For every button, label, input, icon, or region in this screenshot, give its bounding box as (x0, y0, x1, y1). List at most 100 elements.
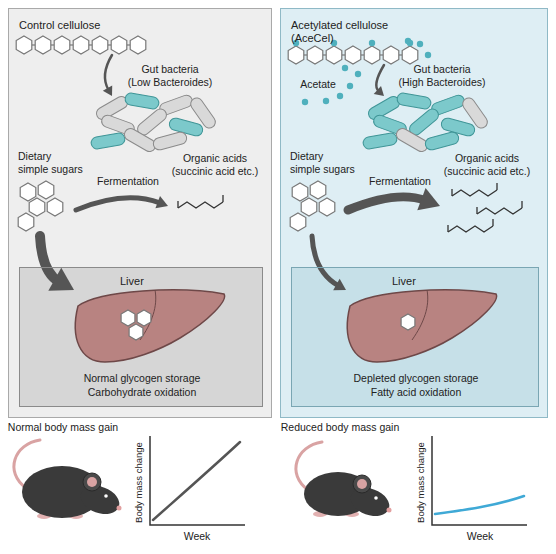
mouse-eye (374, 496, 378, 500)
sugar-ring (310, 181, 326, 199)
bacterium (396, 92, 432, 110)
sugar-ring (292, 183, 308, 201)
liver-box: LiverNormal glycogen storageCarbohydrate… (19, 267, 263, 407)
label: (Low Bacteroides) (105, 76, 235, 89)
liver-box: LiverDepleted glycogen storageFatty acid… (291, 267, 539, 407)
sugar-ring (130, 36, 146, 54)
liver-ground (19, 267, 263, 407)
sugar-ring (137, 310, 151, 326)
box-text: Depleted glycogen storage (306, 372, 526, 385)
text-slot: Carbohydrate oxidation (32, 386, 252, 399)
text-slot: Week (167, 530, 227, 543)
text-slot: Body mass change (414, 433, 427, 533)
box-heading: Liver (392, 275, 452, 288)
text-slot: Fermentation (335, 175, 465, 188)
sugar-ring (20, 183, 36, 201)
sugar-ring (92, 36, 108, 54)
panel-ground (8, 8, 272, 418)
sugar-ring (29, 198, 45, 216)
text-slot: (Low Bacteroides) (105, 76, 235, 89)
mouse-nose (387, 508, 392, 513)
text-slot: simple sugars (290, 163, 420, 176)
organic-acid (492, 219, 493, 226)
text-slot: Gut bacteria (377, 63, 507, 76)
label: Dietary (18, 150, 148, 163)
label: Acetate (288, 78, 348, 91)
bacterium (424, 131, 460, 151)
bacterium (362, 132, 398, 150)
label: (succinic acid etc.) (422, 165, 552, 178)
text-slot: Organic acids (150, 152, 280, 165)
mouse-ear-inner (357, 479, 367, 489)
sugar-ring (402, 46, 418, 64)
label: Gut bacteria (377, 63, 507, 76)
sugar-ring (129, 324, 143, 340)
sugar-ring (16, 36, 32, 54)
text-slot: Control cellulose (19, 19, 219, 32)
box-text: (AceCel) (291, 32, 491, 45)
sugar-ring (288, 46, 304, 64)
bacterium (152, 131, 188, 151)
mouse-ear (353, 475, 371, 493)
liver-organ (75, 290, 224, 362)
label: (High Bacteroides) (377, 76, 507, 89)
sugar-ring (319, 198, 335, 216)
label: simple sugars (18, 163, 148, 176)
sugar-ring (345, 46, 361, 64)
mouse-ear-inner (87, 477, 97, 487)
bacterium (90, 132, 126, 150)
acetate-dot (417, 41, 423, 47)
label: Fermentation (335, 175, 465, 188)
panel-ground (280, 8, 548, 418)
sugar-ring (35, 36, 51, 54)
label: Normal body mass gain (0, 421, 128, 434)
box-heading: Control cellulose (19, 19, 219, 32)
sugar-ring (54, 36, 70, 54)
sugar-ring (290, 213, 306, 231)
text-slot: Fatty acid oxidation (306, 386, 526, 399)
acetate-dot (407, 40, 413, 46)
arrowhead (155, 196, 168, 208)
condition-panel: Control celluloseLiverNormal glycogen st… (8, 8, 272, 418)
arrow-line (312, 236, 338, 286)
bacterium (122, 126, 157, 153)
sugar-ring (18, 213, 34, 231)
organic-acid (476, 207, 477, 214)
organic-acid (496, 183, 497, 190)
sugar-ring (383, 46, 399, 64)
text-slot: (High Bacteroides) (377, 76, 507, 89)
organic-acid (477, 208, 522, 214)
label: Body mass change (132, 433, 145, 533)
liver-lobe (412, 290, 428, 340)
arrow-line (40, 236, 59, 281)
text-slot: Reduced body mass gain (275, 421, 405, 434)
arrowhead (103, 86, 112, 96)
organic-acid (451, 189, 452, 196)
sugar-ring (307, 46, 323, 64)
box-heading: Liver (120, 275, 180, 288)
arrowhead (417, 188, 440, 210)
sugar-ring (47, 198, 63, 216)
text-slot: Normal body mass gain (0, 421, 128, 434)
graph-axes (432, 436, 527, 525)
box-heading: Acetylated cellulose (291, 19, 491, 32)
text-slot: Dietary (290, 150, 420, 163)
acetate-dot (369, 40, 375, 46)
label: simple sugars (290, 163, 420, 176)
text-slot: (succinic acid etc.) (150, 165, 280, 178)
text-slot: Week (450, 530, 510, 543)
arrow-line (76, 198, 160, 210)
text-slot: Dietary (18, 150, 148, 163)
text-slot: Acetate (288, 78, 348, 91)
text-slot: Liver (120, 275, 180, 288)
acetate-dot (355, 71, 361, 77)
acetate-dot (342, 65, 348, 71)
organic-acid (447, 225, 448, 232)
growth-curve (435, 496, 524, 514)
label: Body mass change (414, 433, 427, 533)
sugar-ring (121, 310, 135, 326)
sugar-ring (326, 46, 342, 64)
text-slot: Organic acids (422, 152, 552, 165)
acetate-dot (302, 99, 308, 105)
